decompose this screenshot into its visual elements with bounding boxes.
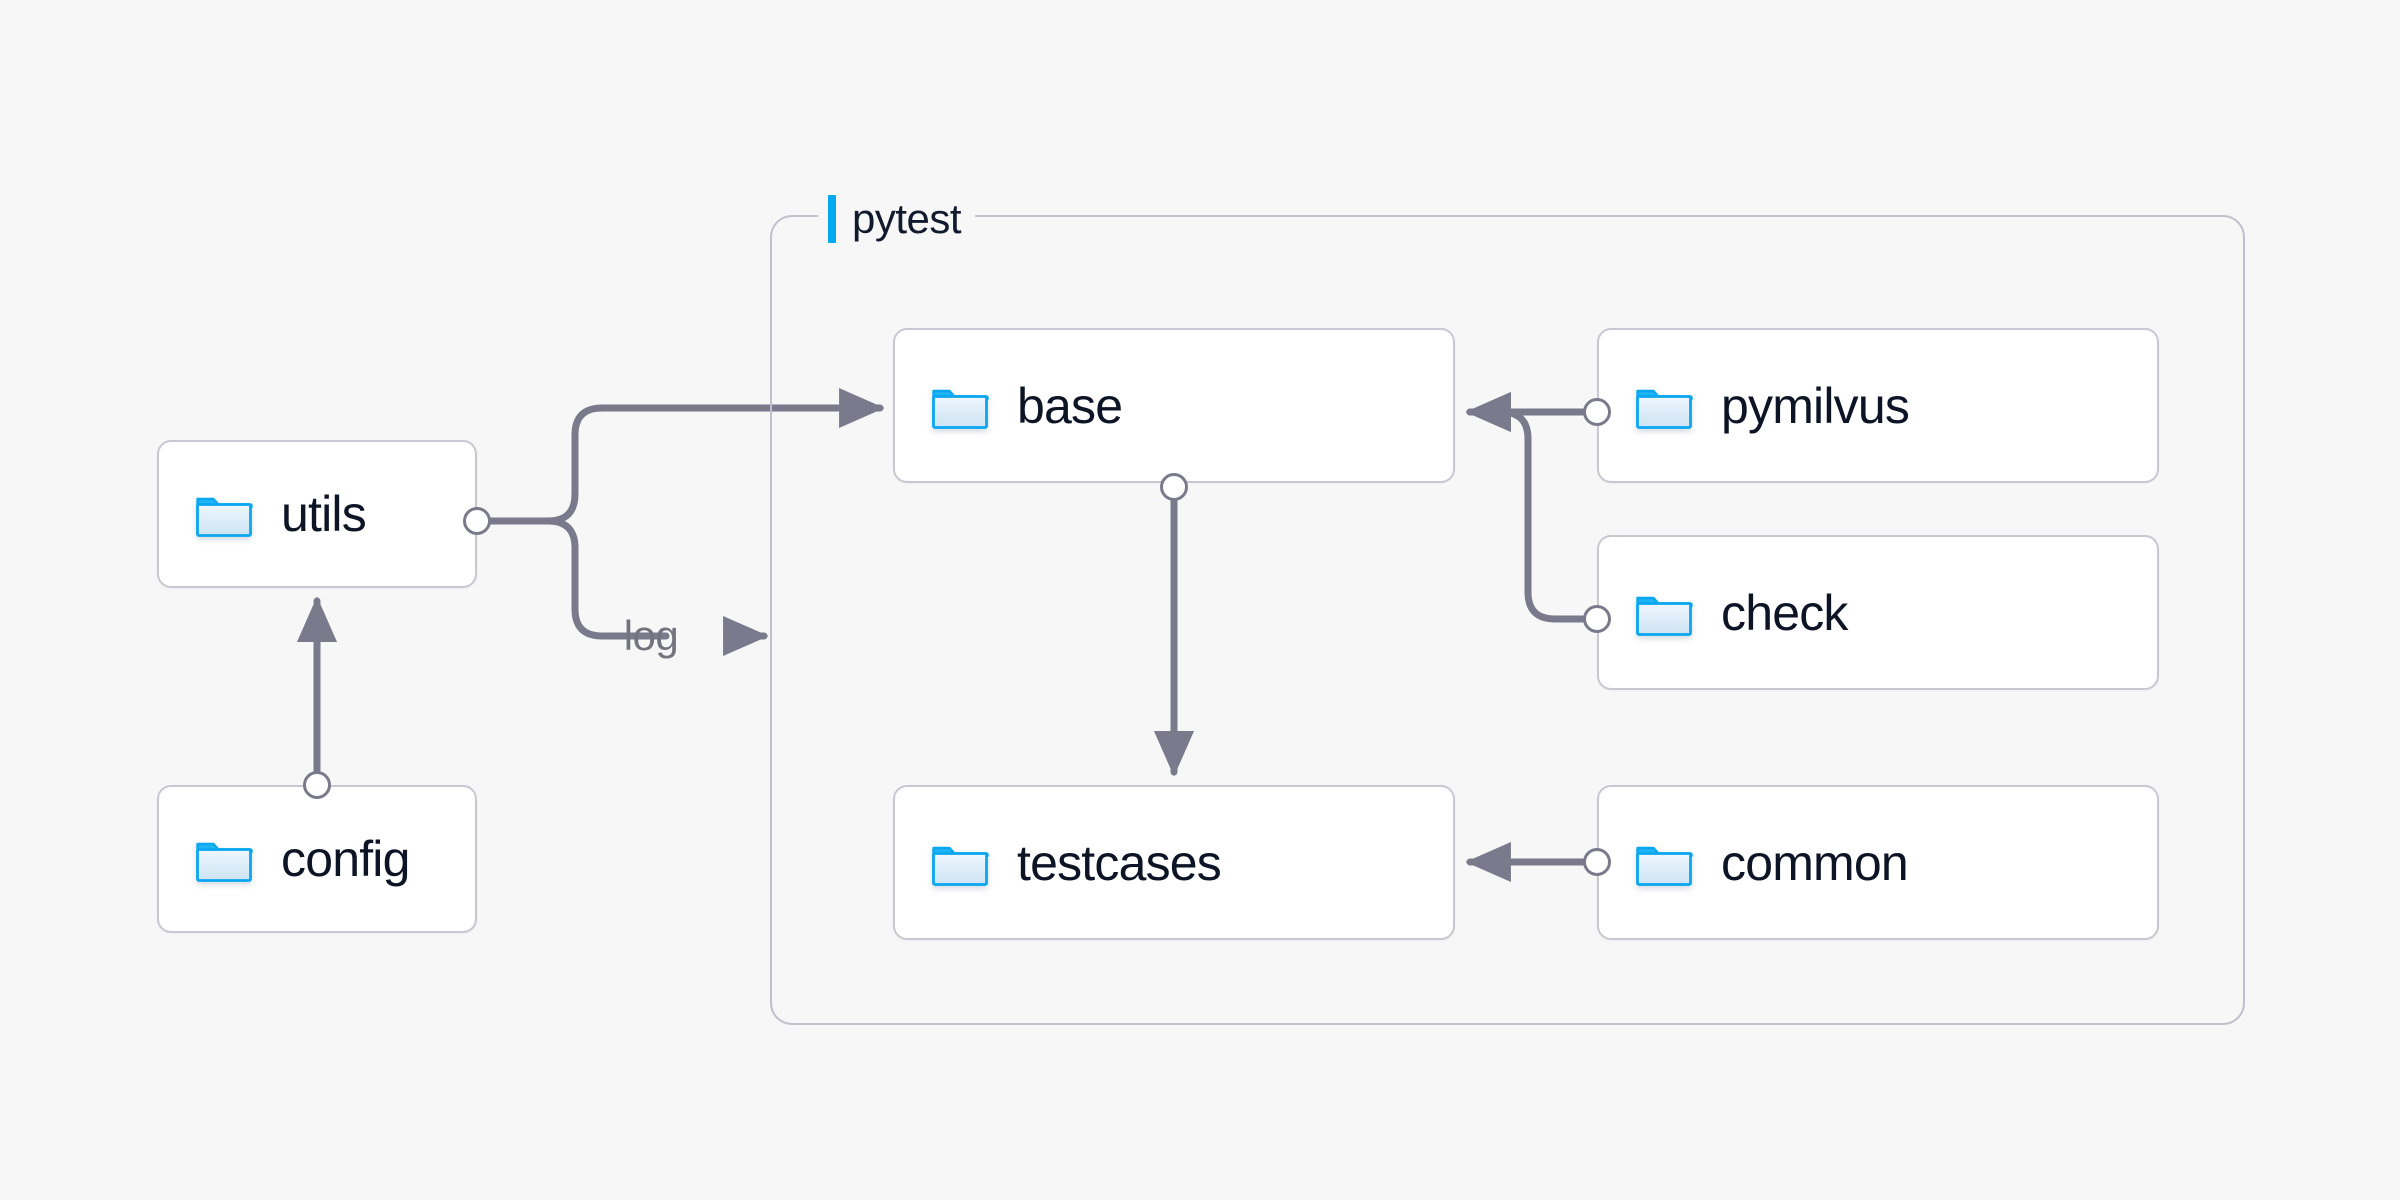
folder-icon xyxy=(195,490,253,538)
node-label: base xyxy=(1017,377,1123,434)
node-label: pymilvus xyxy=(1721,377,1910,434)
folder-icon xyxy=(1635,589,1693,637)
node-common[interactable]: common xyxy=(1597,785,2159,940)
node-label: common xyxy=(1721,834,1909,891)
group-label-text: pytest xyxy=(852,195,962,242)
folder-icon xyxy=(931,839,989,887)
node-utils[interactable]: utils xyxy=(157,440,477,588)
port-pymilvus-left[interactable] xyxy=(1583,398,1611,426)
node-label: testcases xyxy=(1017,834,1222,891)
node-label: check xyxy=(1721,584,1848,641)
port-check-left[interactable] xyxy=(1583,605,1611,633)
group-accent-bar xyxy=(828,195,836,243)
node-label: utils xyxy=(281,486,367,542)
folder-icon xyxy=(195,835,253,883)
node-check[interactable]: check xyxy=(1597,535,2159,690)
port-config-top[interactable] xyxy=(303,771,331,799)
node-base[interactable]: base xyxy=(893,328,1455,483)
port-common-left[interactable] xyxy=(1583,848,1611,876)
folder-icon xyxy=(931,382,989,430)
node-pymilvus[interactable]: pymilvus xyxy=(1597,328,2159,483)
folder-icon xyxy=(1635,839,1693,887)
port-utils-right[interactable] xyxy=(463,507,491,535)
folder-icon xyxy=(1635,382,1693,430)
group-pytest-label: pytest xyxy=(818,190,976,248)
node-testcases[interactable]: testcases xyxy=(893,785,1455,940)
node-label: config xyxy=(281,831,410,887)
port-base-bottom[interactable] xyxy=(1160,473,1188,501)
node-config[interactable]: config xyxy=(157,785,477,933)
group-pytest[interactable] xyxy=(770,215,2245,1025)
edge-label-log: log xyxy=(623,612,679,659)
